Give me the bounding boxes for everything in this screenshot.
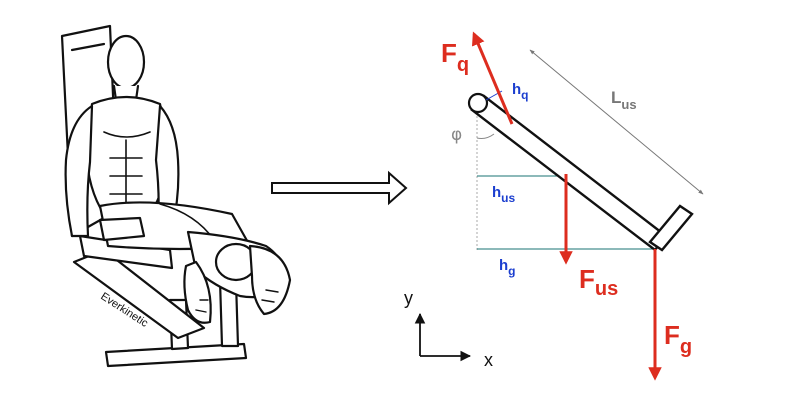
right-arrow-icon xyxy=(271,170,408,206)
athlete-head xyxy=(106,34,146,90)
athlete-left-arm xyxy=(64,104,94,238)
athlete-foot-left xyxy=(183,260,212,324)
force-g-label: Fg xyxy=(664,320,692,358)
length-base: L xyxy=(611,88,621,107)
length-dimension-line xyxy=(529,49,704,195)
force-q-label: Fq xyxy=(441,38,469,76)
free-body-diagram: Fq Fus Fg hq hus hg Lus φ y x xyxy=(404,31,704,381)
angle-arc xyxy=(476,133,495,139)
pivot-circle-icon xyxy=(467,92,489,114)
y-axis-label: y xyxy=(404,288,413,308)
angle-label: φ xyxy=(451,125,462,145)
length-sub: us xyxy=(621,97,636,112)
force-us-sub: us xyxy=(595,278,618,300)
length-label: Lus xyxy=(611,88,637,112)
force-g-sub: g xyxy=(680,336,692,358)
force-q-arrow xyxy=(471,31,514,125)
coordinate-axes: y x xyxy=(404,288,493,370)
lever-arm-g-label: hg xyxy=(499,257,516,278)
lever-arm-us-label: hus xyxy=(492,184,516,205)
lever-arm-us-sub: us xyxy=(501,191,515,205)
force-q-base: F xyxy=(441,38,457,68)
foot-plate xyxy=(648,204,694,252)
force-us-label: Fus xyxy=(579,264,618,300)
lever-arm-q-base: h xyxy=(512,81,521,98)
lever-arm-us-base: h xyxy=(492,184,501,201)
lever-arm-g-sub: g xyxy=(508,264,515,278)
force-g-base: F xyxy=(664,320,680,350)
lever-arm-q-sub: q xyxy=(521,88,528,102)
lever-arm-g-base: h xyxy=(499,257,508,274)
lever-bar xyxy=(470,94,668,252)
force-us-base: F xyxy=(579,264,595,294)
lever-arm-q-label: hq xyxy=(512,81,529,102)
x-axis-label: x xyxy=(484,350,493,370)
force-q-sub: q xyxy=(457,54,469,76)
machine-base xyxy=(104,342,248,368)
athlete-foot-right xyxy=(248,244,292,316)
leg-extension-illustration: Everkinetic xyxy=(60,24,292,368)
